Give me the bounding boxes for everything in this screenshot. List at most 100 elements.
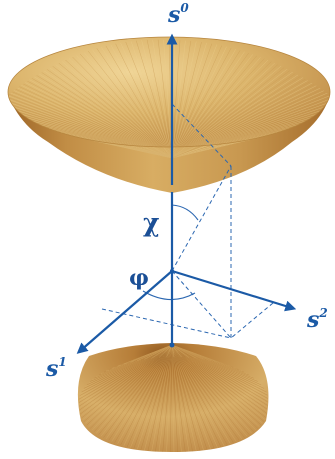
lower-generator-line [171, 344, 268, 413]
s2-label: s2 [306, 306, 328, 333]
upper-generator-line [135, 39, 173, 159]
upper-generator-line [171, 47, 264, 159]
upper-generator-line [129, 39, 173, 159]
upper-generator-line [171, 39, 220, 159]
lower-generator-line [151, 344, 173, 452]
lower-generator-line [144, 344, 173, 451]
lower-generator-line [78, 344, 173, 404]
lower-generator-line [147, 344, 173, 452]
lower-generator-line [105, 344, 173, 440]
lower-generator-line [78, 344, 173, 410]
upper-generator-line [8, 97, 173, 159]
lower-generator-line [114, 344, 173, 443]
lower-generator-line [120, 344, 173, 446]
lower-generator-line [171, 344, 186, 452]
lower-generator-line [171, 344, 267, 419]
lower-generator-line [171, 344, 263, 424]
lower-generator-line [91, 344, 173, 431]
upper-generator-line [171, 55, 289, 159]
upper-generator-line [171, 39, 192, 159]
upper-generator-line [29, 64, 173, 159]
upper-generator-line [171, 39, 181, 159]
upper-generator-line [171, 145, 208, 159]
lower-generator-line [171, 344, 190, 358]
lower-generator-line [171, 344, 266, 420]
upper-generator-line [171, 56, 293, 159]
lower-generator-line [90, 344, 173, 429]
lower-generator-line [98, 344, 173, 435]
lower-generator-line [171, 344, 234, 443]
upper-generator-line [157, 39, 173, 159]
upper-generator-line [146, 39, 173, 159]
lower-generator-line [100, 344, 173, 437]
upper-generator-line [38, 59, 173, 159]
dashed-to-vector [171, 165, 232, 272]
phi-angle-arc [142, 290, 196, 301]
lower-generator-line [147, 344, 173, 360]
upper-generator-line [10, 101, 173, 159]
s1-axis [76, 270, 173, 354]
upper-generator-line [171, 39, 187, 159]
lower-generator-line [171, 344, 225, 447]
upper-generator-line [171, 72, 321, 159]
upper-generator-line [171, 49, 273, 159]
upper-generator-line [171, 57, 297, 159]
lower-generator-line [133, 344, 173, 449]
upper-generator-line [103, 41, 173, 159]
lower-generator-line [171, 344, 268, 410]
upper-generator-line [171, 43, 245, 159]
lower-generator-line [171, 344, 215, 449]
upper-generator-line [8, 95, 173, 159]
upper-generator-line [83, 45, 173, 159]
upper-generator-line [163, 39, 173, 159]
upper-cone [7, 36, 331, 193]
lower-generator-line [137, 344, 173, 450]
upper-generator-line [171, 40, 230, 159]
lower-generator-line [171, 344, 265, 422]
upper-generator-line [12, 78, 173, 159]
upper-generator-line [171, 99, 329, 159]
upper-generator-line [10, 82, 173, 159]
lower-generator-line [108, 344, 173, 441]
lower-generator-line [171, 344, 231, 444]
lower-generator-line [123, 344, 173, 447]
upper-generator-line [171, 74, 323, 159]
lower-generator-line [171, 344, 268, 415]
upper-generator-line [171, 65, 312, 159]
lower-generator-line [103, 344, 173, 438]
upper-generator-line [15, 74, 173, 159]
lower-generator-line [171, 344, 257, 431]
lower-generator-line [171, 344, 190, 452]
upper-generator-line [171, 91, 330, 159]
lower-generator-line [171, 344, 193, 452]
upper-generator-line [65, 49, 173, 159]
lower-cone [77, 343, 269, 452]
lower-generator-line [171, 344, 182, 452]
upper-generator-line [74, 47, 173, 159]
upper-generator-line [171, 97, 330, 159]
lower-generator-line [171, 344, 254, 432]
lower-generator-line [171, 344, 262, 426]
dashed-floor-diagonal [171, 270, 232, 339]
dashed-floor-left [101, 308, 232, 339]
lower-generator-line [78, 344, 173, 411]
upper-generator-line [171, 44, 250, 159]
lower-generator-line [166, 344, 173, 452]
s2-axis [171, 269, 297, 312]
upper-generator-line [171, 52, 281, 159]
upper-generator-line [11, 80, 173, 159]
lower-generator-line [79, 344, 173, 413]
upper-generator-line [171, 60, 303, 159]
upper-generator-line [78, 46, 173, 159]
lower-generator-line [171, 344, 245, 438]
lower-generator-line [140, 344, 173, 451]
upper-generator-line [124, 39, 173, 159]
upper-generator-line [69, 48, 173, 159]
upper-generator-line [98, 42, 173, 159]
upper-generator-line [21, 69, 173, 159]
lower-generator-line [171, 344, 218, 448]
lower-generator-line [171, 344, 258, 429]
upper-generator-line [57, 52, 173, 159]
lower-generator-line [117, 344, 173, 444]
upper-generator-line [171, 39, 214, 159]
